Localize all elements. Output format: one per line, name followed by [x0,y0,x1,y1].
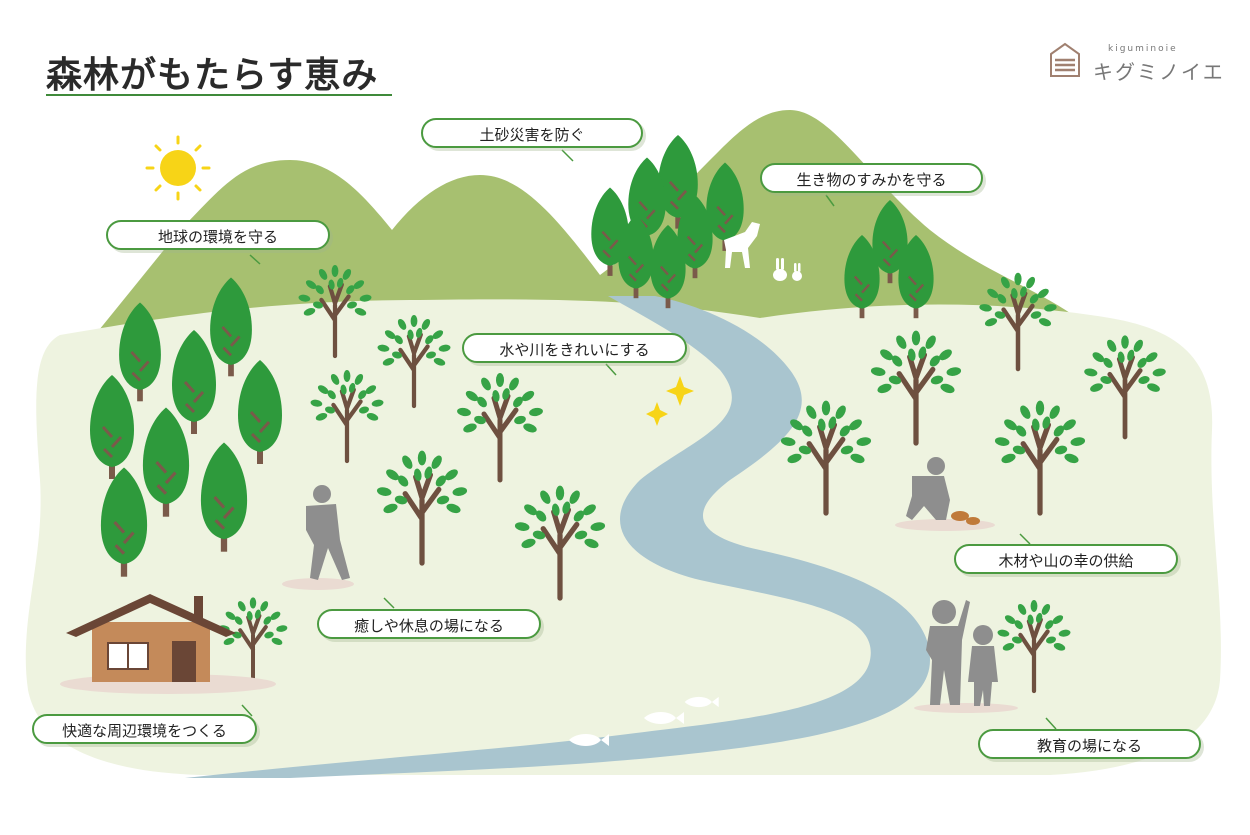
house-logo-icon [1050,42,1080,77]
title-underline [46,94,392,96]
river [185,296,930,778]
wolf-icon [724,222,760,268]
family-silhouette [914,600,1018,713]
sparkle-icon [646,376,694,426]
sun-icon [145,135,211,201]
brand-logo [1050,42,1080,77]
mushroom-icon [951,511,980,525]
rabbit-icon [773,258,802,281]
brand-roman: kiguminoie [1108,44,1178,54]
label-habitat: 生き物のすみかを守る [760,163,983,193]
label-water: 水や川をきれいにする [462,333,687,363]
label-timber: 木材や山の幸の供給 [954,544,1178,574]
page-title: 森林がもたらす恵み [46,55,379,96]
callout-pointers [241,149,1057,730]
hiker-silhouette [282,485,354,590]
brand-name: キグミノイエ [1093,60,1225,84]
label-living: 快適な周辺環境をつくる [32,714,257,744]
label-erosion: 土砂災害を防ぐ [421,118,643,148]
label-environment: 地球の環境を守る [106,220,330,250]
label-education: 教育の場になる [978,729,1201,759]
house [60,594,276,694]
label-healing: 癒しや休息の場になる [317,609,541,639]
